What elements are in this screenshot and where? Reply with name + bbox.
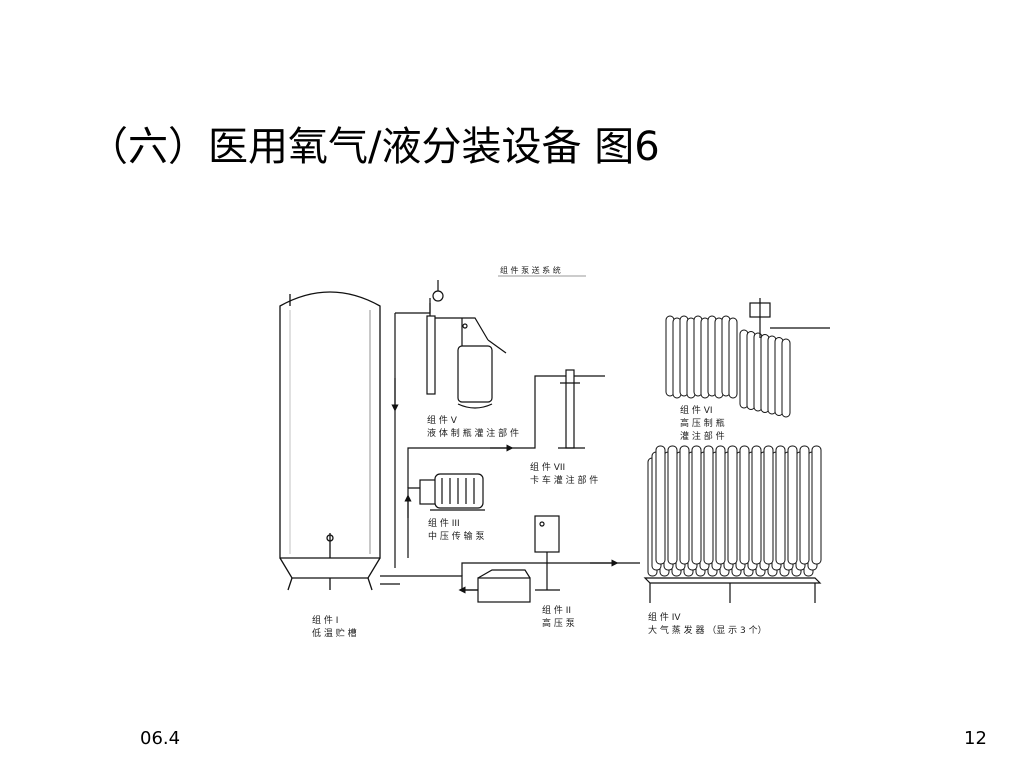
vaporizer-tube	[775, 445, 786, 565]
svg-text:灌 注 部 件: 灌 注 部 件	[680, 430, 725, 442]
vaporizer-tube	[727, 445, 738, 565]
footer-date: 06.4	[140, 728, 181, 749]
oxygen-filling-equipment-diagram: 组 件 泵 送 系 统	[279, 265, 830, 639]
label-component-7: 组 件 VII 卡 车 灌 注 部 件	[530, 461, 598, 486]
vaporizer-tube	[739, 445, 750, 565]
vaporizer-tube	[763, 445, 774, 565]
svg-text:组 件 IV: 组 件 IV	[648, 611, 681, 623]
transfer-pump	[419, 473, 485, 511]
svg-text:中 压 传 输 泵: 中 压 传 输 泵	[428, 530, 484, 542]
vaporizer-tube	[703, 445, 714, 565]
truck-filling-station	[548, 369, 605, 449]
svg-text:组 件 VII: 组 件 VII	[530, 461, 565, 473]
atmospheric-vaporizer-bank	[647, 445, 822, 577]
vaporizer-tube	[787, 445, 798, 565]
page-number: 12	[964, 728, 987, 749]
svg-text:组 件 II: 组 件 II	[542, 604, 571, 616]
vaporizer-tube	[655, 445, 666, 565]
diagram-caption: 组 件 泵 送 系 统	[500, 265, 561, 275]
label-component-2: 组 件 II 高 压 泵	[542, 604, 575, 629]
vaporizer-tube	[691, 445, 702, 565]
high-pressure-cylinder-rack	[665, 315, 791, 418]
vaporizer-frame	[643, 577, 822, 603]
label-component-4: 组 件 IV 大 气 蒸 发 器 （显 示 3 个）	[648, 611, 767, 636]
slide-title: （六）医用氧气/液分装设备 图6	[88, 124, 660, 170]
svg-text:组 件 V: 组 件 V	[427, 414, 458, 426]
svg-text:高 压 泵: 高 压 泵	[542, 617, 575, 629]
svg-text:高 压 制 瓶: 高 压 制 瓶	[680, 417, 725, 429]
vaporizer-tube	[799, 445, 810, 565]
label-component-3: 组 件 III 中 压 传 输 泵	[428, 517, 484, 542]
gas-cylinder	[781, 338, 791, 418]
svg-text:组 件 I: 组 件 I	[312, 614, 338, 626]
label-component-6: 组 件 VI 高 压 制 瓶 灌 注 部 件	[680, 404, 725, 442]
vaporizer-tube	[715, 445, 726, 565]
vaporizer-tube	[811, 445, 822, 565]
vaporizer-tube	[751, 445, 762, 565]
vaporizer-tube	[667, 445, 678, 565]
svg-text:卡 车 灌 注 部 件: 卡 车 灌 注 部 件	[530, 474, 598, 486]
vaporizer-tube	[679, 445, 690, 565]
svg-text:组 件 III: 组 件 III	[428, 517, 460, 529]
label-component-1: 组 件 I 低 温 贮 槽	[312, 614, 357, 639]
svg-text:低 温 贮 槽: 低 温 贮 槽	[312, 627, 357, 639]
svg-text:液 体 制 瓶 灌 注 部 件: 液 体 制 瓶 灌 注 部 件	[427, 427, 519, 439]
manifold	[749, 298, 830, 338]
svg-text:大 气 蒸 发 器 （显 示 3 个）: 大 气 蒸 发 器 （显 示 3 个）	[648, 624, 767, 636]
cryogenic-storage-tank	[279, 291, 381, 591]
label-component-5: 组 件 V 液 体 制 瓶 灌 注 部 件	[427, 414, 519, 439]
gas-cylinder	[728, 317, 738, 399]
liquid-filling-station	[426, 280, 507, 409]
high-pressure-pump	[477, 515, 560, 603]
svg-text:组 件 VI: 组 件 VI	[680, 404, 713, 416]
